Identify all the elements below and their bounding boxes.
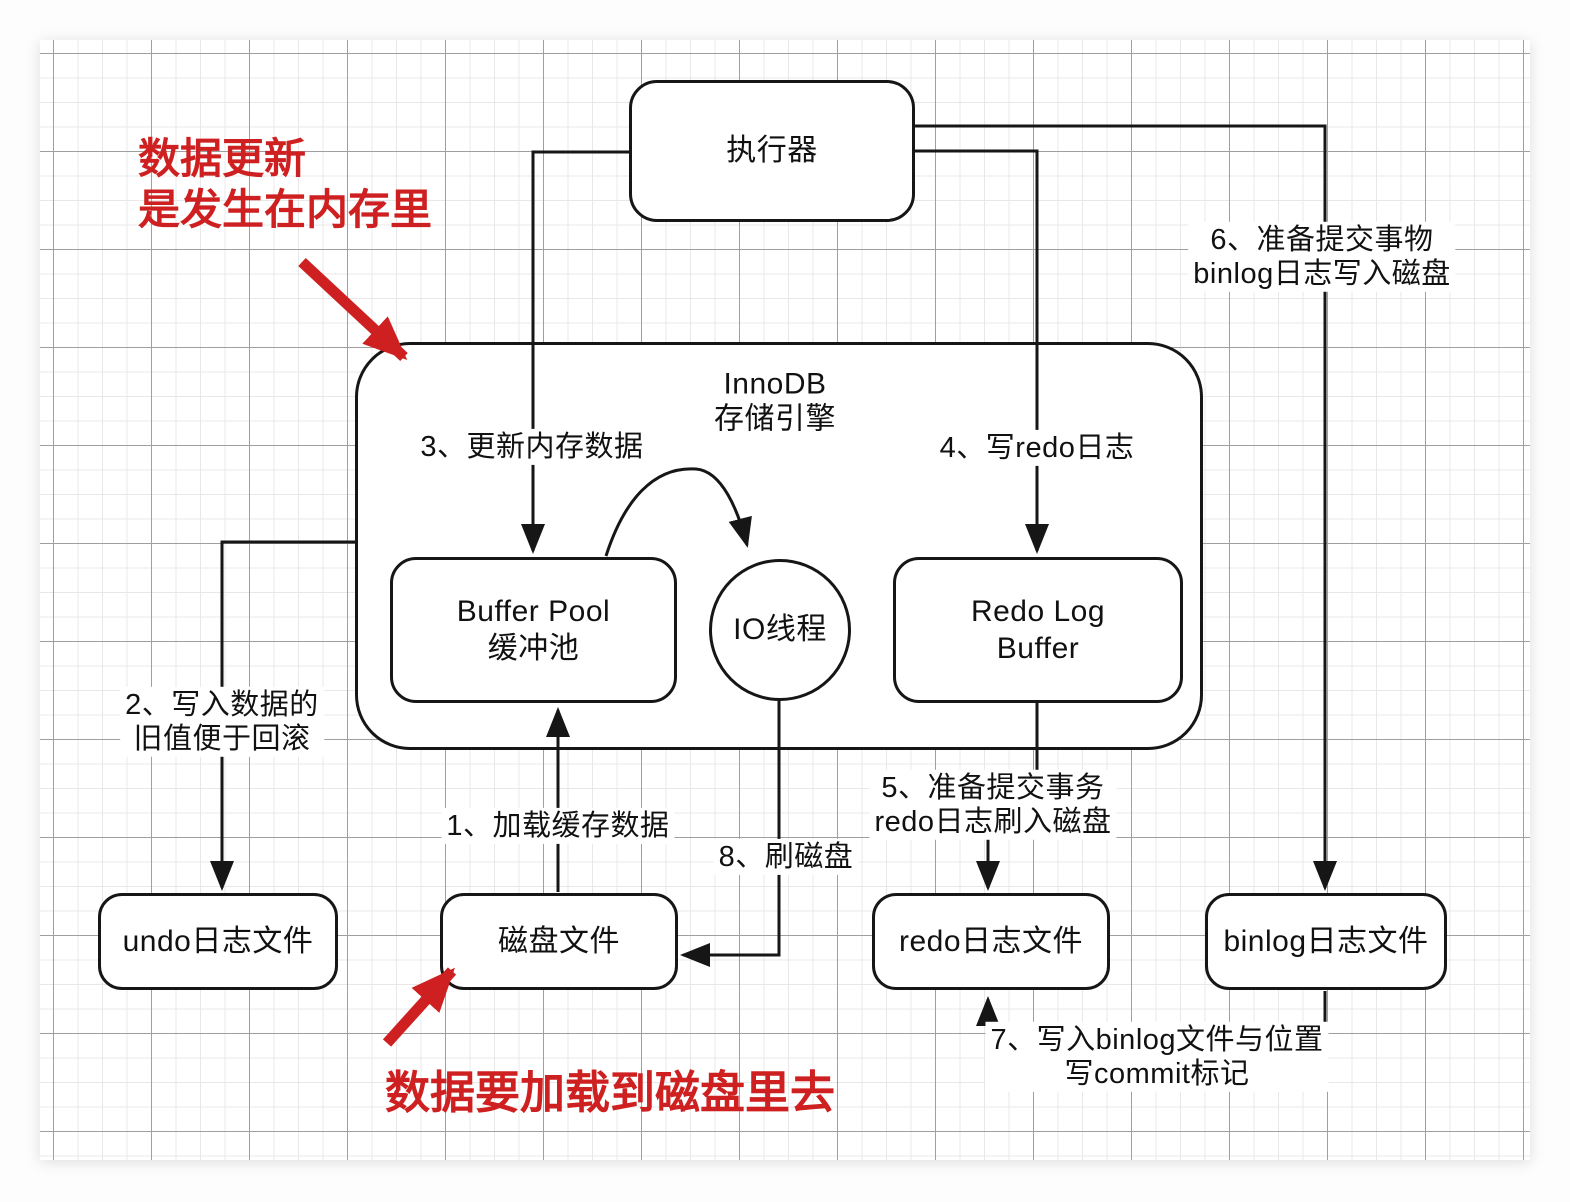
step-4-label: 4、写redo日志 xyxy=(934,429,1140,467)
step-5-line2: redo日志刷入磁盘 xyxy=(874,806,1112,838)
step-8-label: 8、刷磁盘 xyxy=(713,838,859,876)
io-thread-label: IO线程 xyxy=(733,613,827,647)
step-3-text: 3、更新内存数据 xyxy=(420,430,644,463)
step-5-label: 5、准备提交事务 redo日志刷入磁盘 xyxy=(869,769,1117,841)
step-6-line2: binlog日志写入磁盘 xyxy=(1193,258,1451,290)
red-arrow-top xyxy=(298,257,408,362)
redo-log-buffer-label-line2: Buffer xyxy=(996,632,1080,665)
step-2-label: 2、写入数据的 旧值便于回滚 xyxy=(120,686,324,758)
step-1-text: 1、加载缓存数据 xyxy=(446,809,670,842)
red-note-top: 数据更新 是发生在内存里 xyxy=(138,133,432,235)
step-7-line2: 写commit标记 xyxy=(1064,1058,1250,1090)
redo-log-buffer-label-line1: Redo Log xyxy=(970,594,1106,628)
step-1-label: 1、加载缓存数据 xyxy=(441,807,675,845)
step-2-line2: 旧值便于回滚 xyxy=(133,723,311,755)
buffer-pool-label-line2: 缓冲池 xyxy=(487,632,580,665)
step-5-line1: 5、准备提交事务 xyxy=(881,771,1105,804)
wire-executor-to-binlog-file xyxy=(915,124,1337,891)
redo-file-node: redo日志文件 xyxy=(872,893,1110,990)
step-4-text: 4、写redo日志 xyxy=(939,431,1135,464)
disk-file-label: 磁盘文件 xyxy=(498,924,620,958)
buffer-pool-label-line1: Buffer Pool xyxy=(456,594,611,628)
innodb-title: InnoDB 存储引擎 xyxy=(714,368,836,437)
undo-file-node: undo日志文件 xyxy=(98,893,338,990)
red-note-bottom-text: 数据要加载到磁盘里去 xyxy=(385,1067,836,1118)
step-7-line1: 7、写入binlog文件与位置 xyxy=(990,1023,1324,1056)
wire-buffer-pool-to-io-thread xyxy=(604,467,752,557)
red-arrow-bottom xyxy=(382,967,457,1047)
executor-node: 执行器 xyxy=(629,80,915,222)
red-note-bottom: 数据要加载到磁盘里去 xyxy=(385,1056,835,1121)
wire-executor-to-buffer-pool xyxy=(521,150,629,554)
step-6-line1: 6、准备提交事物 xyxy=(1210,223,1434,256)
io-thread-node: IO线程 xyxy=(709,559,851,701)
red-note-top-line2: 是发生在内存里 xyxy=(138,186,433,234)
binlog-file-node: binlog日志文件 xyxy=(1205,893,1447,990)
buffer-pool-node: Buffer Pool 缓冲池 xyxy=(390,557,677,703)
executor-label: 执行器 xyxy=(726,134,818,168)
redo-log-buffer-node: Redo Log Buffer xyxy=(893,557,1183,703)
disk-file-node: 磁盘文件 xyxy=(440,893,678,990)
wire-executor-to-redo-log-buffer xyxy=(915,149,1049,554)
binlog-file-label: binlog日志文件 xyxy=(1223,924,1429,958)
step-3-label: 3、更新内存数据 xyxy=(415,428,649,466)
wire-innodb-to-undo-file xyxy=(210,540,355,891)
step-7-label: 7、写入binlog文件与位置 写commit标记 xyxy=(985,1021,1329,1093)
step-8-text: 8、刷磁盘 xyxy=(718,840,854,873)
redo-file-label: redo日志文件 xyxy=(898,924,1084,958)
step-6-label: 6、准备提交事物 binlog日志写入磁盘 xyxy=(1188,221,1456,293)
step-2-line1: 2、写入数据的 xyxy=(125,688,319,721)
innodb-title-line2: 存储引擎 xyxy=(714,402,836,435)
wire-io-thread-to-disk-file xyxy=(680,700,781,967)
red-note-top-line1: 数据更新 xyxy=(138,135,307,182)
innodb-title-line1: InnoDB xyxy=(723,367,827,401)
undo-file-label: undo日志文件 xyxy=(122,924,314,958)
